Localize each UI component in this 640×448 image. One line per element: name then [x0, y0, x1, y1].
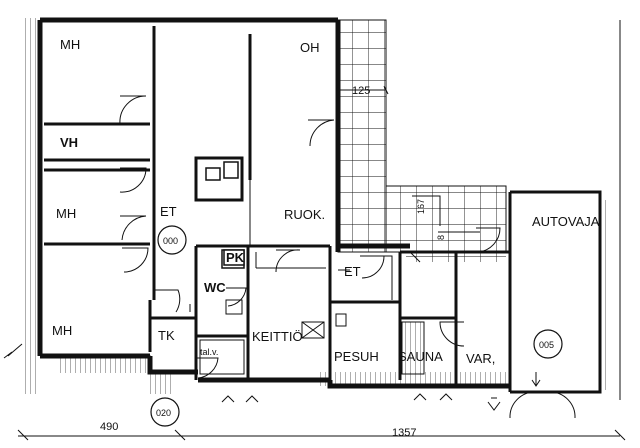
exterior-marks — [3, 304, 541, 411]
dimension-terrace: 125 — [352, 85, 370, 97]
room-label-var: VAR, — [466, 351, 495, 366]
dimension-stair-a: 167 — [416, 199, 426, 214]
fixtures — [199, 249, 425, 375]
dimension-bottom: 1357 — [392, 427, 416, 439]
room-label-mh-1: MH — [60, 37, 80, 52]
dimension-stair-b: 8 — [436, 235, 446, 240]
room-label-vh: VH — [60, 135, 78, 150]
room-label-pk: PK — [226, 250, 245, 265]
outer-walls — [37, 17, 602, 394]
room-label-pesuh: PESUH — [334, 349, 379, 364]
room-label-wc: WC — [204, 280, 226, 295]
room-label-mh-3: MH — [52, 323, 72, 338]
level-text-center: 000 — [163, 236, 178, 246]
room-label-sauna: SAUNA — [398, 349, 443, 364]
terrace-tiles — [337, 19, 507, 262]
level-marker-center: 000 — [157, 225, 187, 255]
terrace-steps — [409, 195, 480, 263]
level-marker-entrance: 020 — [150, 397, 180, 427]
room-label-autovaja: AUTOVAJA — [532, 214, 600, 229]
room-label-et-2: ET — [344, 264, 361, 279]
room-label-tk: TK — [158, 328, 175, 343]
level-text-entrance: 020 — [156, 408, 171, 418]
room-label-oh: OH — [300, 40, 320, 55]
room-label-keittio: KEITTIÖ — [252, 329, 303, 344]
room-label-ruok: RUOK. — [284, 207, 325, 222]
level-text-garage: 005 — [539, 340, 554, 350]
dimension-lines — [17, 20, 626, 441]
pk-box — [223, 249, 245, 266]
dimension-left: 490 — [100, 421, 118, 433]
level-marker-garage: 005 — [533, 329, 563, 359]
interior-walls — [44, 26, 510, 386]
room-label-et-1: ET — [160, 204, 177, 219]
room-label-talv: tal.v. — [200, 347, 218, 357]
fireplace — [194, 156, 244, 202]
wall-hatching — [24, 18, 608, 394]
room-label-mh-2: MH — [56, 206, 76, 221]
